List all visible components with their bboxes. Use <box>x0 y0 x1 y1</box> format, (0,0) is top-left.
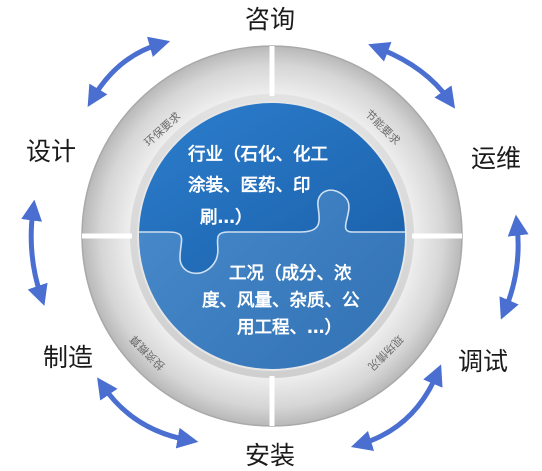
arrow-design-consult <box>87 36 171 108</box>
ring-dividers <box>82 46 462 426</box>
arrow-design-manufacture <box>21 199 48 306</box>
stage-manufacture: 制造 <box>43 343 93 372</box>
arrow-manufacture-install <box>97 377 199 449</box>
stage-debug: 调试 <box>458 347 508 376</box>
condition-line1: 工况（成分、浓 <box>229 263 352 284</box>
condition-line3: 用工程、…） <box>237 317 342 338</box>
stage-design: 设计 <box>26 137 76 166</box>
arrow-debug-install <box>350 364 443 452</box>
puzzle-top-piece <box>138 102 406 274</box>
stage-install: 安装 <box>245 441 295 470</box>
industry-line3: 刷…） <box>200 207 253 228</box>
stage-operate: 运维 <box>471 144 521 173</box>
cycle-arrows <box>21 36 529 452</box>
condition-line2: 度、风量、杂质、公 <box>202 290 360 311</box>
industry-line2: 涂装、医药、印 <box>188 175 311 196</box>
center-puzzle <box>138 102 406 370</box>
arrow-consult-operate <box>368 41 456 109</box>
arrow-operate-debug <box>499 214 529 320</box>
stage-consult: 咨询 <box>245 5 295 34</box>
industry-line1: 行业（石化、化工 <box>187 144 328 165</box>
